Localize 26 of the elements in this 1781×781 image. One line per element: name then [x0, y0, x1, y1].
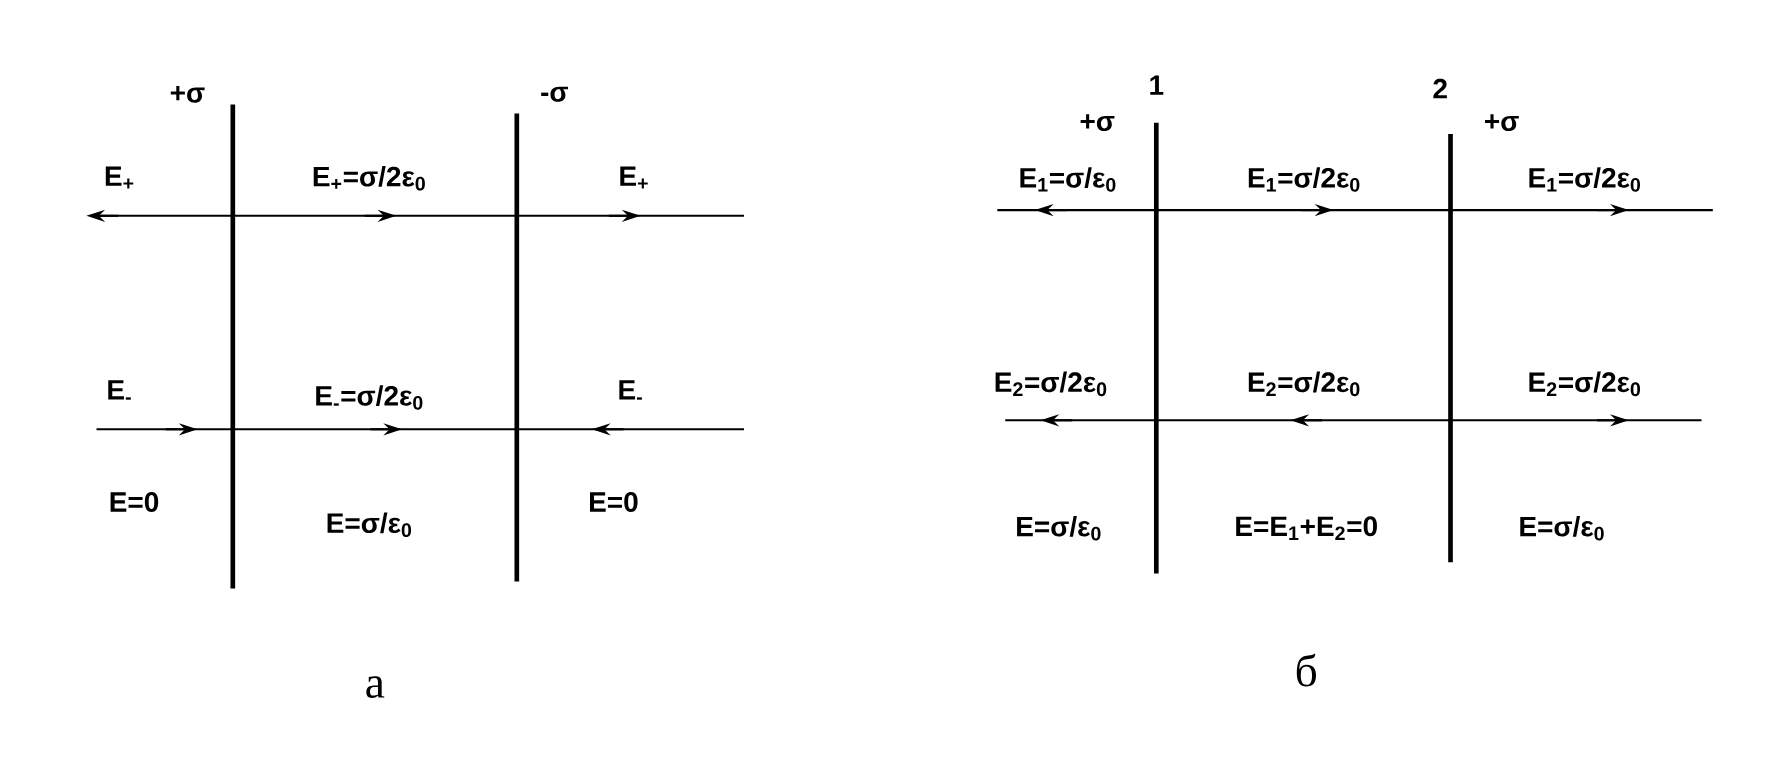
- field-label: E=σ/ε$_{0}$: [327, 512, 412, 538]
- plane-number: 2: [1433, 78, 1447, 99]
- field-label: E$_{1}$=σ/2ε$_{0}$: [1248, 167, 1360, 192]
- field-label: E$_{2}$=σ/2ε$_{0}$: [1248, 371, 1360, 397]
- field-label: E=σ/ε$_{0}$: [1520, 515, 1604, 541]
- charge-label: -σ: [541, 86, 568, 102]
- field-label: E$_{2}$=σ/2ε$_{0}$: [1529, 371, 1640, 397]
- field-label: E=0: [590, 492, 638, 512]
- charge-label: +σ: [1080, 114, 1115, 132]
- field-label: E$_{1}$=σ/ε$_{0}$: [1020, 167, 1116, 192]
- field-label: E=0: [110, 492, 159, 512]
- panel-letter: а: [366, 676, 385, 699]
- field-label: E$_{-}$: [108, 380, 131, 400]
- plane-number: 1: [1150, 75, 1164, 95]
- charge-label: +σ: [1485, 114, 1519, 132]
- field-label: E$_{-}$=σ/2ε$_{0}$: [316, 385, 423, 410]
- field-label: E=σ/ε$_{0}$: [1017, 515, 1101, 541]
- field-label: E$_{+}$: [620, 166, 648, 189]
- charge-label: +σ: [170, 85, 205, 103]
- field-label: E=E$_{1}$+E$_{2}$=0: [1236, 516, 1377, 541]
- panel-letter: б: [1296, 653, 1316, 687]
- field-label: E$_{-}$: [619, 380, 642, 400]
- field-label: E$_{2}$=σ/2ε$_{0}$: [995, 371, 1107, 397]
- field-label: E$_{1}$=σ/2ε$_{0}$: [1529, 167, 1640, 192]
- field-label: E$_{+}$=σ/2ε$_{0}$: [313, 166, 425, 191]
- field-label: E$_{+}$: [105, 166, 134, 189]
